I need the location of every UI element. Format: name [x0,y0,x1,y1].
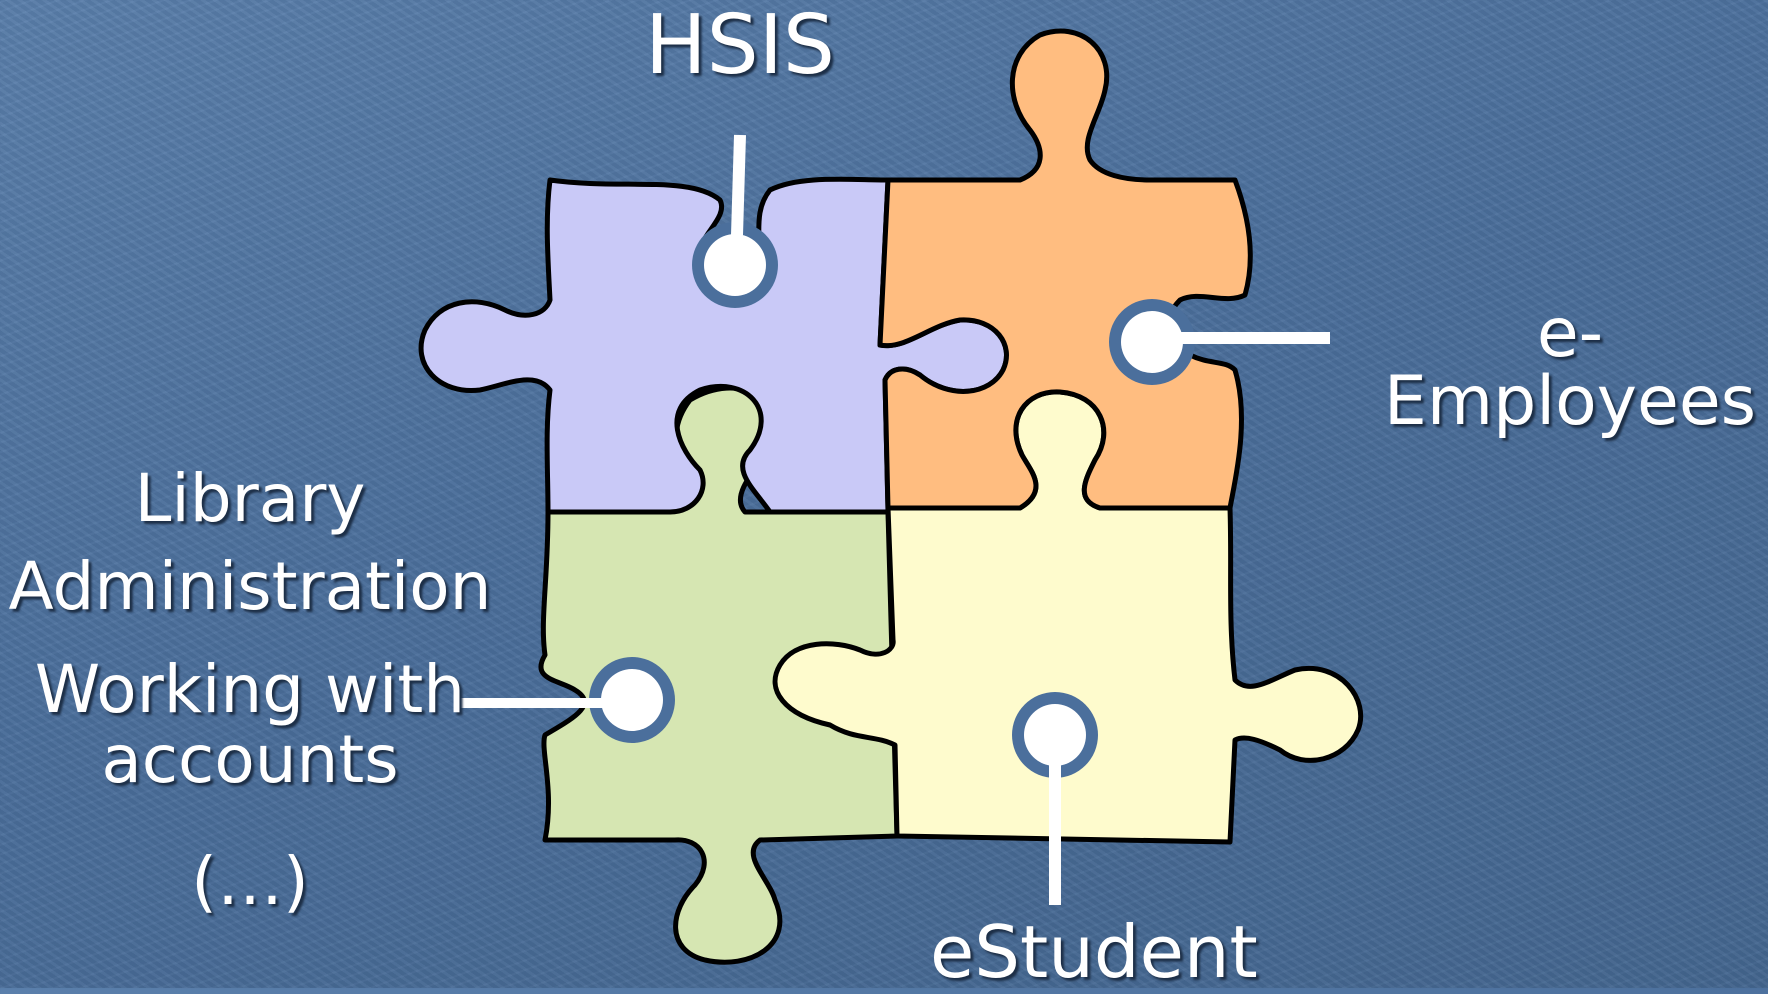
hsis-label: HSIS [645,0,835,93]
hsis-connector [692,134,778,308]
working-label: Working with accounts [20,655,480,795]
employees-label: e- Employees [1380,300,1760,436]
library-label-line1: Library [134,460,366,537]
employees-label-line1: e- [1536,294,1604,373]
puzzle-piece-employees [877,28,1253,511]
employees-connector [1109,299,1330,385]
library-label-line2: Administration [8,547,492,625]
working-label-line1: Working with [34,651,466,728]
ellipsis-label: (…) [191,843,309,920]
estudent-label: eStudent [930,910,1258,994]
estudent-connector [1012,692,1098,905]
library-label: Library Administration [0,455,500,631]
library-connector [460,657,675,743]
working-label-line2: accounts [101,720,399,798]
employees-label-line2: Employees [1383,362,1757,441]
